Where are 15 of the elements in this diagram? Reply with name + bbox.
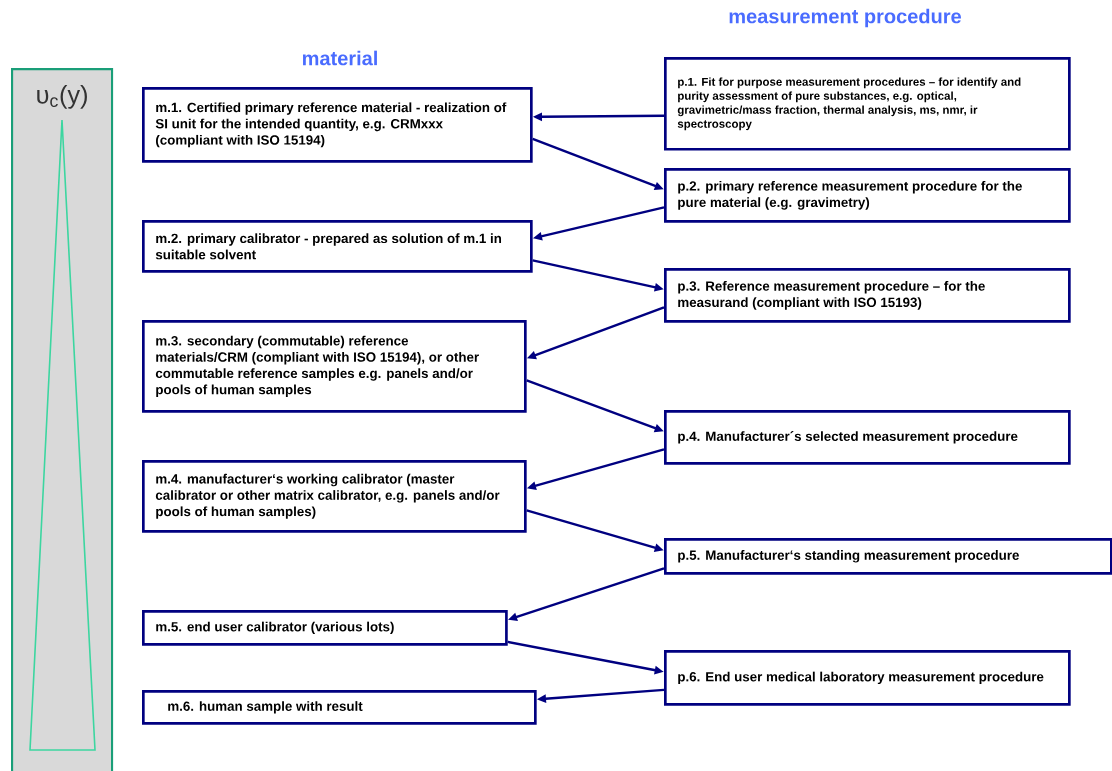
column-heading: material (302, 50, 377, 66)
text-box: m.3. secondary (commutable) reference materials/CRM (compliant with ISO 15194), or other commutable reference samples e.g. panels and/or pools of human samples (142, 320, 527, 413)
text-box: m.5. end user calibrator (various lots) (142, 610, 508, 646)
text-box: p.1. Fit for purpose measurement procedures – for identify and purity assessment of pure substances, e.g. optical, gravimetric/mass fraction, thermal analysis, ms, nmr, ir spectroscopy (664, 57, 1071, 151)
column-heading: measurement procedure (729, 8, 961, 28)
text-box: m.4. manufacturer‘s working calibrator (master calibrator or other matrix calibrator, e.g. panels and/or pools of human samples) (142, 460, 527, 533)
text-box: m.6. human sample with result (142, 690, 537, 725)
text-box: p.4. Manufacturer´s selected measurement procedure (664, 410, 1071, 465)
uncertainty-band: υ$_{c}$(y) (11, 68, 114, 771)
text-box: p.5. Manufacturer‘s standing measurement procedure (664, 538, 1112, 575)
text-box: p.2. primary reference measurement procedure for the pure material (e.g. gravimetry) (664, 168, 1071, 223)
text-box: m.2. primary calibrator - prepared as solution of m.1 in suitable solvent (142, 220, 533, 273)
text-box: p.6. End user medical laboratory measurement procedure (664, 650, 1071, 706)
text-box: m.1. Certified primary reference material - realization of SI unit for the intended quantity, e.g. CRMxxx (compliant with ISO 15194) (142, 87, 533, 163)
text-box: p.3. Reference measurement procedure – for the measurand (compliant with ISO 15193) (664, 268, 1071, 323)
